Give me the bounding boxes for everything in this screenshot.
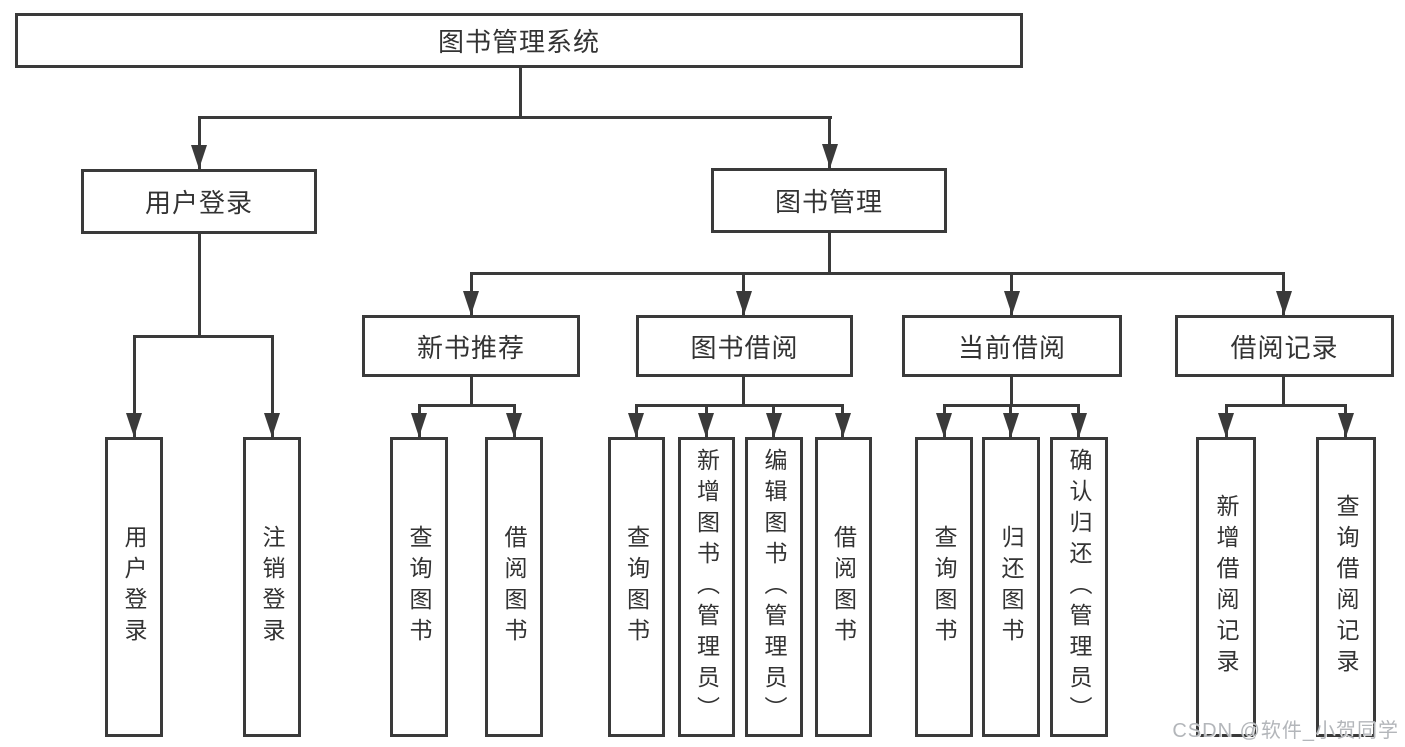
leaf-logout: 注销登录 [243,437,301,737]
arrowhead-down-icon [264,413,280,437]
connector-line [418,404,515,407]
leaf-bb-query-book: 查询图书 [608,437,665,737]
arrowhead-down-icon [191,145,207,169]
arrowhead-down-icon [1003,413,1019,437]
leaf-rec-query-book: 查询图书 [390,437,448,737]
arrowhead-down-icon [126,413,142,437]
leaf-br-query-record: 查询借阅记录 [1316,437,1376,737]
node-book-borrow: 图书借阅 [636,315,853,377]
leaf-bb-edit-book: 编辑图书（管理员） [745,437,803,737]
leaf-br-add-record: 新增借阅记录 [1196,437,1256,737]
arrowhead-down-icon [506,413,522,437]
connector-line [198,116,201,169]
connector-line [1010,377,1013,406]
arrowhead-down-icon [835,413,851,437]
arrowhead-down-icon [936,413,952,437]
leaf-cb-return-book: 归还图书 [982,437,1040,737]
node-current-borrow: 当前借阅 [902,315,1122,377]
node-new-book-rec: 新书推荐 [362,315,580,377]
watermark: CSDN @软件_小贺同学 [1172,720,1399,742]
arrowhead-down-icon [766,413,782,437]
connector-line [470,377,473,406]
arrowhead-down-icon [1004,291,1020,315]
leaf-cb-confirm-return: 确认归还（管理员） [1050,437,1108,737]
connector-line [828,116,831,168]
arrowhead-down-icon [1218,413,1234,437]
node-root: 图书管理系统 [15,13,1023,68]
connector-line [828,233,831,273]
connector-line [133,335,136,437]
connector-line [1225,404,1347,407]
arrowhead-down-icon [736,291,752,315]
leaf-cb-query-book: 查询图书 [915,437,973,737]
node-user-login: 用户登录 [81,169,317,234]
arrowhead-down-icon [1071,413,1087,437]
connector-line [635,404,844,407]
connector-line [470,272,1285,275]
arrowhead-down-icon [411,413,427,437]
leaf-rec-borrow-book: 借阅图书 [485,437,543,737]
node-borrow-record: 借阅记录 [1175,315,1394,377]
leaf-bb-add-book: 新增图书（管理员） [678,437,735,737]
arrowhead-down-icon [1276,291,1292,315]
arrowhead-down-icon [463,291,479,315]
arrowhead-down-icon [1338,413,1354,437]
connector-line [519,68,522,117]
arrowhead-down-icon [628,413,644,437]
node-book-mgmt: 图书管理 [711,168,947,233]
connector-line [271,335,274,437]
arrowhead-down-icon [822,144,838,168]
connector-line [742,377,745,406]
connector-line [198,116,832,119]
leaf-user-login: 用户登录 [105,437,163,737]
leaf-bb-borrow-book: 借阅图书 [815,437,872,737]
connector-line [133,335,273,338]
connector-line [198,234,201,336]
connector-line [1282,377,1285,406]
arrowhead-down-icon [698,413,714,437]
